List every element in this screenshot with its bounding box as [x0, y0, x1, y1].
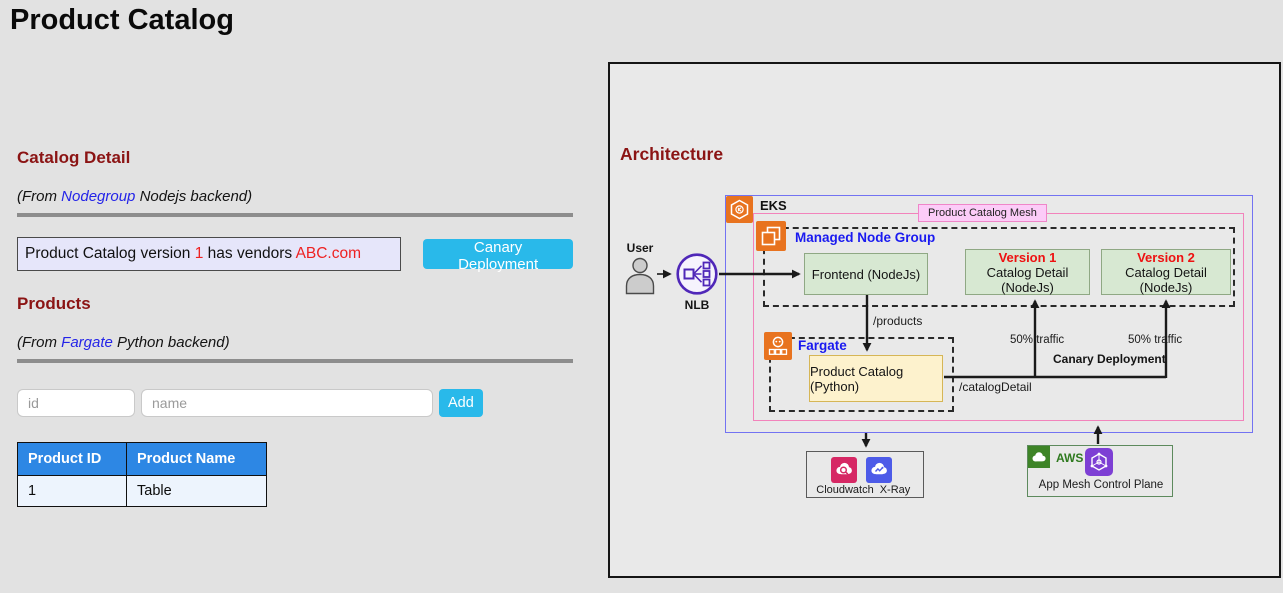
- version2-title: Version 2: [1137, 249, 1195, 265]
- cloudwatch-icon: [831, 457, 857, 483]
- products-heading: Products: [17, 294, 91, 313]
- version1-title: Version 1: [998, 249, 1057, 265]
- version1-subtitle: Catalog Detail (NodeJs): [986, 264, 1069, 295]
- cell-product-name: Table: [126, 475, 267, 507]
- id-input[interactable]: [17, 389, 135, 417]
- table-row: 1 Table: [17, 475, 267, 507]
- message-text: Product Catalog version: [25, 245, 195, 262]
- catalog-detail-subtitle: (From Nodegroup Nodejs backend): [17, 188, 573, 205]
- subtitle-text: (From: [17, 334, 62, 351]
- name-input[interactable]: [141, 389, 433, 417]
- traffic-left-label: 50% traffic: [1010, 334, 1065, 346]
- header-product-name: Product Name: [126, 442, 267, 476]
- cell-product-id: 1: [17, 475, 127, 507]
- architecture-heading: Architecture: [620, 144, 724, 164]
- app-mesh-icon: [1085, 448, 1113, 476]
- version2-subtitle: Catalog Detail (NodeJs): [1125, 264, 1207, 295]
- managed-node-group-icon: [756, 221, 786, 251]
- managed-node-group-label: Managed Node Group: [795, 230, 936, 245]
- aws-icon: [1028, 446, 1050, 468]
- fargate-label: Fargate: [798, 338, 847, 353]
- catalog-detail-v2-node: Version 2 Catalog Detail (NodeJs): [1101, 249, 1231, 295]
- subtitle-text: Nodejs backend): [135, 188, 253, 205]
- fargate-link[interactable]: Fargate: [61, 334, 113, 351]
- table-header-row: Product ID Product Name: [17, 442, 267, 476]
- architecture-panel: Architecture Product Catalog Mesh EKS Ma…: [608, 62, 1281, 578]
- cloudwatch-label: Cloudwatch: [816, 484, 874, 496]
- subtitle-text: Python backend): [112, 334, 230, 351]
- user-icon: [624, 257, 656, 295]
- catalog-message-row: Product Catalog version 1 has vendors AB…: [17, 237, 573, 273]
- catalog-detail-heading: Catalog Detail: [17, 148, 131, 167]
- nlb-icon: [676, 253, 718, 295]
- frontend-node: Frontend (NodeJs): [804, 253, 928, 295]
- message-text: has vendors: [203, 245, 296, 262]
- catalog-detail-v1-node: Version 1 Catalog Detail (NodeJs): [965, 249, 1090, 295]
- app-mesh-control-plane-box: AWS App Mesh Control Plane: [1027, 445, 1173, 497]
- eks-label: EKS: [760, 198, 787, 213]
- products-path-label: /products: [873, 314, 923, 328]
- add-product-form: Add: [17, 389, 573, 417]
- canary-deployment-label: Canary Deployment: [1053, 352, 1166, 366]
- divider: [17, 359, 573, 363]
- page-title: Product Catalog: [10, 4, 234, 36]
- traffic-right-label: 50% traffic: [1128, 334, 1183, 346]
- app-mesh-control-plane-label: App Mesh Control Plane: [1038, 479, 1164, 491]
- header-product-id: Product ID: [17, 442, 127, 476]
- products-table: Product ID Product Name 1 Table: [17, 442, 267, 507]
- product-catalog-python-label: Product Catalog (Python): [810, 364, 904, 394]
- nodegroup-link[interactable]: Nodegroup: [61, 188, 136, 205]
- xray-label: X-Ray: [879, 484, 911, 496]
- xray-icon: [866, 457, 892, 483]
- managed-node-group-box: [763, 227, 1235, 307]
- frontend-label: Frontend (NodeJs): [811, 266, 921, 282]
- add-button[interactable]: Add: [439, 389, 483, 417]
- version-value: 1: [194, 245, 204, 262]
- eks-boundary-box: [725, 195, 1253, 433]
- left-panel: Catalog Detail (From Nodegroup Nodejs ba…: [17, 148, 573, 507]
- divider: [17, 213, 573, 217]
- catalog-version-message: Product Catalog version 1 has vendors AB…: [17, 237, 402, 271]
- nlb-label: NLB: [684, 298, 710, 312]
- products-subtitle: (From Fargate Python backend): [17, 334, 573, 351]
- fargate-icon: [764, 332, 792, 360]
- product-catalog-mesh-label: Product Catalog Mesh: [918, 204, 1047, 222]
- product-catalog-python-node: Product Catalog (Python): [809, 355, 943, 402]
- user-label: User: [626, 241, 654, 255]
- monitoring-box: Cloudwatch X-Ray: [806, 451, 924, 498]
- subtitle-text: (From: [17, 188, 62, 205]
- aws-label: AWS: [1056, 451, 1084, 465]
- canary-deployment-button[interactable]: Canary Deployment: [423, 239, 573, 273]
- vendor-value: ABC.com: [295, 245, 362, 262]
- fargate-box: [769, 337, 954, 412]
- eks-icon: [726, 196, 753, 223]
- catalog-detail-path-label: /catalogDetail: [959, 380, 1032, 394]
